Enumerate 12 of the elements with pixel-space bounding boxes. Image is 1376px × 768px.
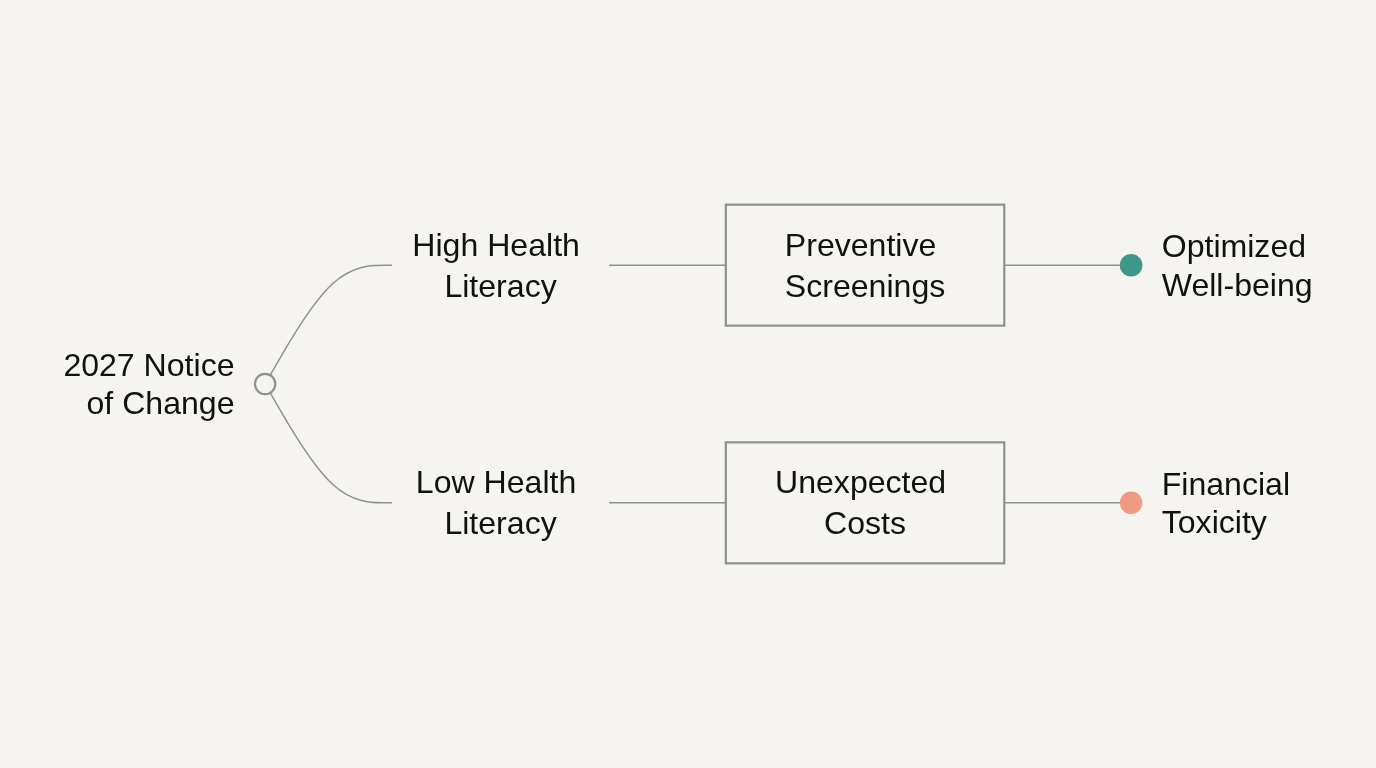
- node-caption: 2027 Notice of Change: [63, 347, 235, 422]
- node-circle: [253, 372, 277, 396]
- connector: [269, 264, 393, 376]
- node-text: High Health Literacy: [412, 226, 580, 304]
- connector: [269, 392, 393, 504]
- node-circle: [1119, 491, 1143, 515]
- node-box: Unexpected Costs: [724, 441, 1006, 565]
- node-caption: Financial Toxicity: [1161, 465, 1291, 541]
- node-circle: [1119, 253, 1143, 277]
- node-box: Preventive Screenings: [724, 203, 1006, 327]
- node-caption: Optimized Well-being: [1161, 228, 1313, 303]
- node-text: Low Health Literacy: [415, 464, 577, 541]
